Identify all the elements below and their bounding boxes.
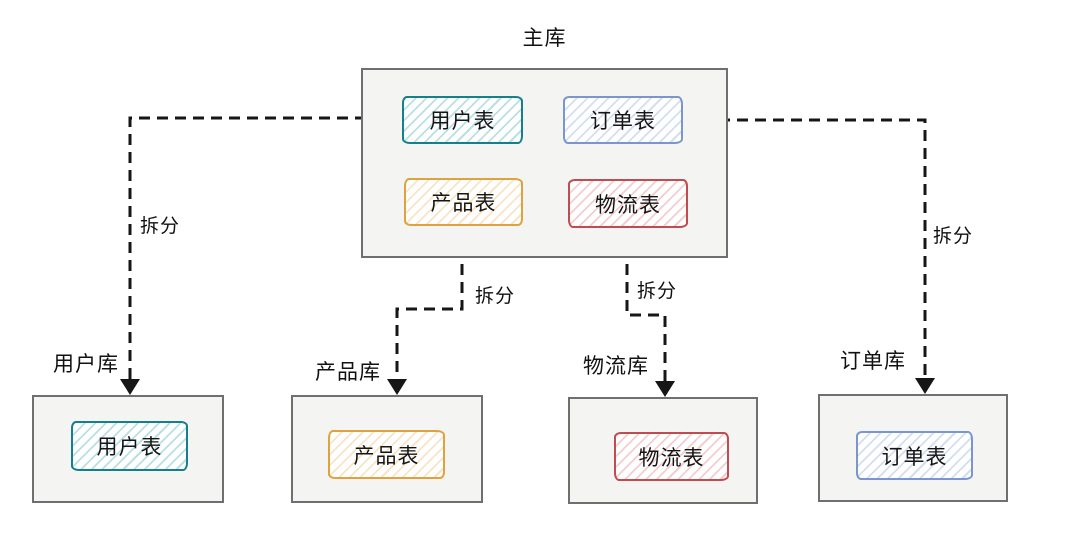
main-table-order: 订单表 [563, 96, 683, 144]
shard-table-logistics: 物流表 [614, 432, 729, 481]
split-label-user: 拆分 [140, 216, 181, 237]
arrowhead-down-icon [120, 379, 140, 395]
table-label: 订单表 [881, 445, 948, 469]
shard-table-user: 用户表 [71, 421, 188, 471]
main-table-logistics: 物流表 [568, 179, 688, 228]
split-label-order: 拆分 [933, 226, 974, 247]
table-label: 用户表 [96, 436, 163, 459]
arrowhead-down-icon [655, 381, 675, 397]
main-db-title: 主库 [522, 27, 567, 50]
main-table-user: 用户表 [402, 96, 523, 144]
table-label: 用户表 [429, 110, 496, 133]
shard-table-order: 订单表 [856, 431, 973, 480]
table-label: 物流表 [638, 446, 705, 470]
shard-db-title-product: 产品库 [315, 361, 381, 384]
table-label: 产品表 [353, 444, 420, 468]
shard-db-title-user: 用户库 [53, 353, 119, 376]
arrowhead-down-icon [915, 378, 935, 394]
table-label: 物流表 [595, 193, 661, 217]
shard-db-title-logistics: 物流库 [583, 355, 649, 378]
split-arrow-user [120, 116, 402, 395]
main-table-product: 产品表 [404, 178, 523, 226]
table-label: 订单表 [590, 110, 656, 133]
split-label-logistics: 拆分 [637, 281, 678, 302]
shard-db-title-order: 订单库 [840, 350, 906, 373]
shard-table-product: 产品表 [328, 430, 445, 479]
table-label: 产品表 [430, 192, 497, 215]
split-label-product: 拆分 [475, 286, 516, 307]
arrowhead-down-icon [387, 379, 407, 395]
